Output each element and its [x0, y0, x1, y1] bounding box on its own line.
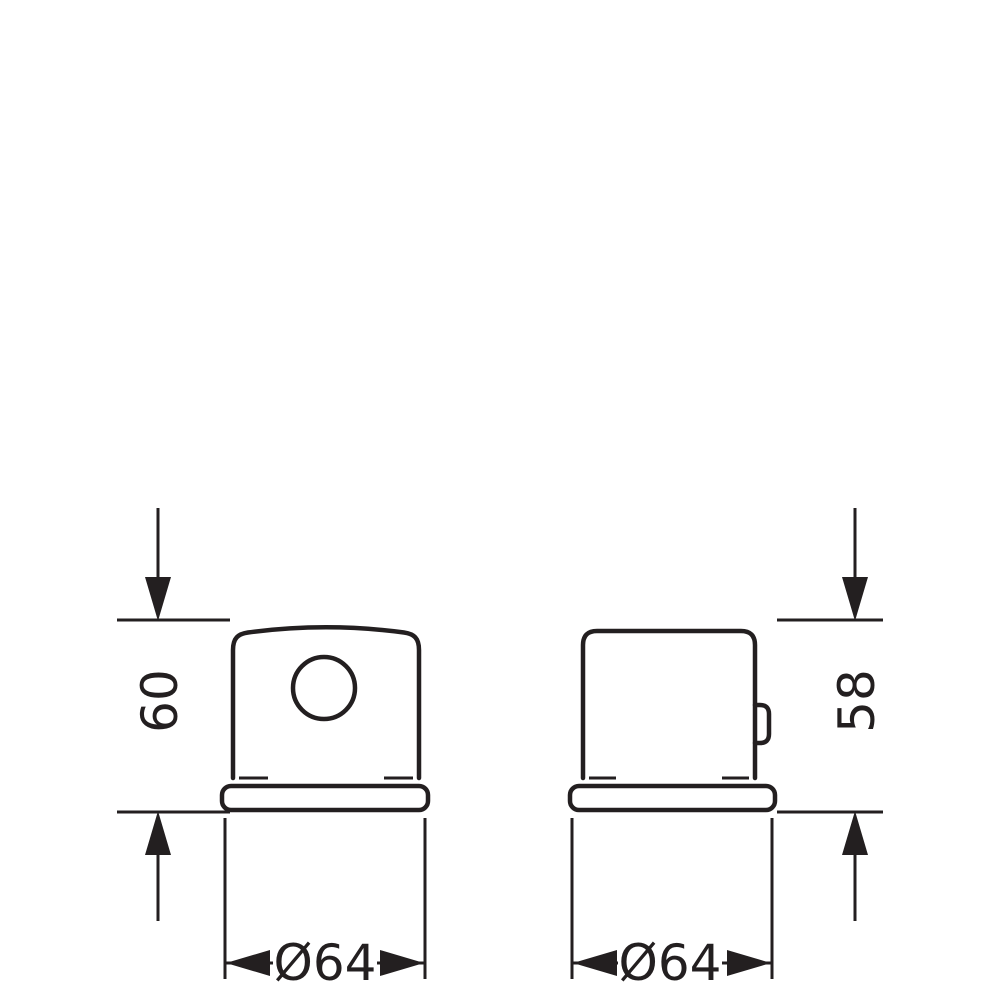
arrow-right-icon — [380, 950, 424, 976]
arrow-right-icon — [727, 950, 771, 976]
side-view-tab — [752, 702, 772, 746]
dimension-label-diameter-right: Ø64 — [619, 934, 722, 992]
dimension-diameter-left: Ø64 — [223, 818, 427, 992]
dimension-label-diameter-left: Ø64 — [274, 934, 377, 992]
arrow-up-icon — [145, 811, 171, 855]
front-view — [219, 625, 431, 813]
dimension-diameter-right: Ø64 — [570, 818, 774, 992]
arrow-left-icon — [573, 950, 617, 976]
side-view-base-plate — [567, 783, 778, 813]
dimension-label-height-right: 58 — [828, 669, 886, 733]
dimension-label-height-left: 60 — [131, 669, 189, 733]
side-view — [567, 628, 778, 813]
dimension-height-left: 60 — [117, 508, 230, 921]
label-backdrop — [273, 938, 377, 986]
front-view-circle-detail — [290, 654, 358, 722]
arrow-left-icon — [226, 950, 270, 976]
label-backdrop — [618, 938, 722, 986]
front-view-base-plate — [219, 783, 431, 813]
arrow-down-icon — [842, 577, 868, 621]
dimension-height-right: 58 — [777, 508, 886, 921]
arrow-down-icon — [145, 577, 171, 621]
arrow-up-icon — [842, 811, 868, 855]
front-view-cap — [230, 625, 422, 781]
side-view-cap — [580, 628, 758, 781]
